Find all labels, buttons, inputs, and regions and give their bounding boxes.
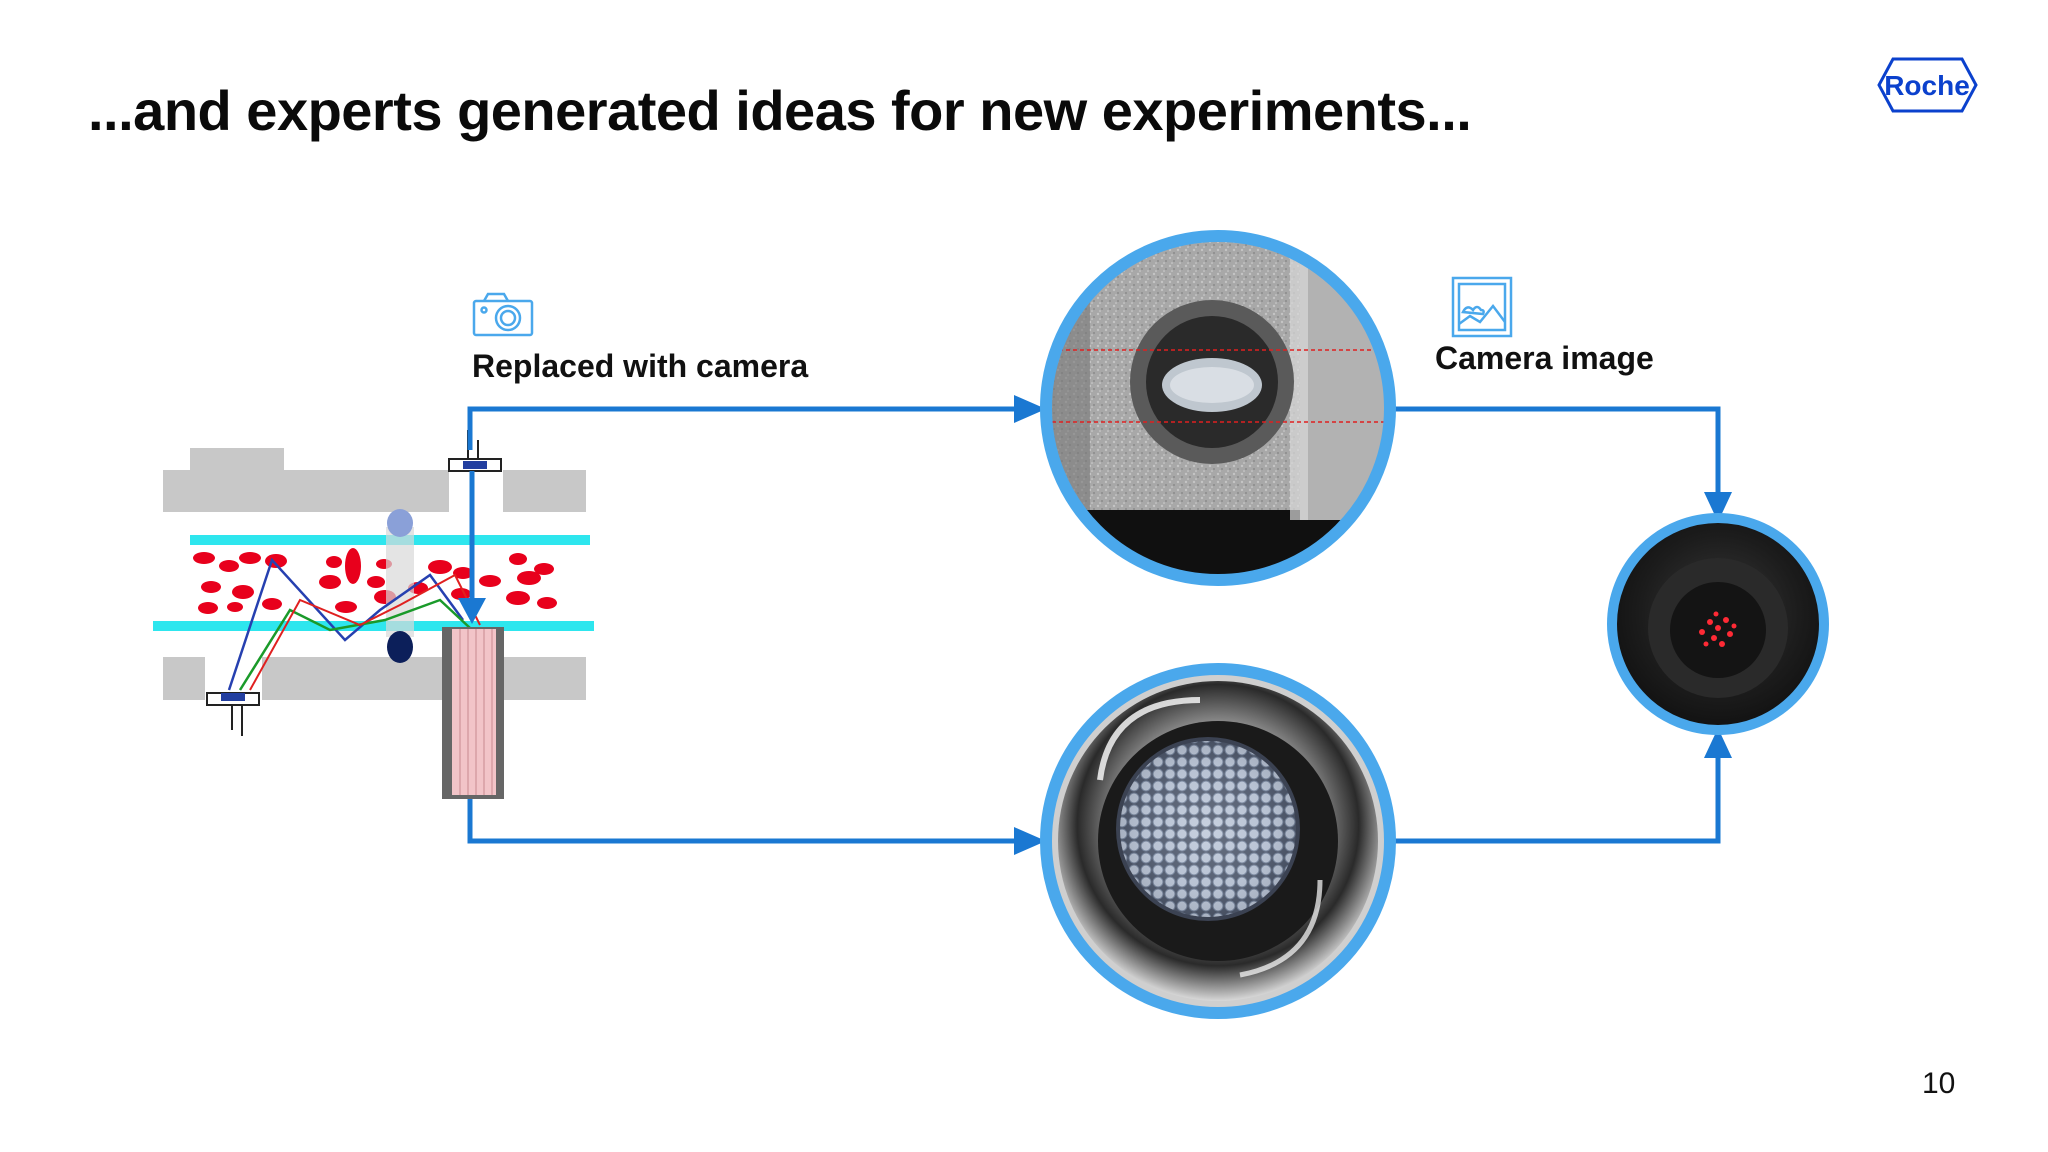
page-number: 10 xyxy=(1922,1067,1956,1100)
arrow-fiber-path xyxy=(467,799,1020,844)
image-icon xyxy=(1451,276,1513,338)
device-schematic xyxy=(153,430,594,799)
result-image xyxy=(1607,513,1829,735)
fiber-bundle-image xyxy=(1040,663,1396,1019)
arrow-bottom-to-result xyxy=(1390,752,1721,844)
flow-arrows xyxy=(467,406,1721,844)
arrow-camera-path xyxy=(467,406,1020,450)
camera-icon xyxy=(472,292,534,337)
arrow-heads xyxy=(458,395,1732,855)
blood-cells xyxy=(193,548,557,614)
page-title: ...and experts generated ideas for new e… xyxy=(88,79,1472,142)
roche-logo: Roche xyxy=(1877,57,1978,113)
arrow-top-to-result xyxy=(1390,406,1721,498)
roche-logo-text: Roche xyxy=(1884,70,1970,101)
replaced-with-camera-label: Replaced with camera xyxy=(472,348,809,384)
camera-image-label: Camera image xyxy=(1435,340,1654,376)
camera-view-image xyxy=(1040,230,1396,586)
